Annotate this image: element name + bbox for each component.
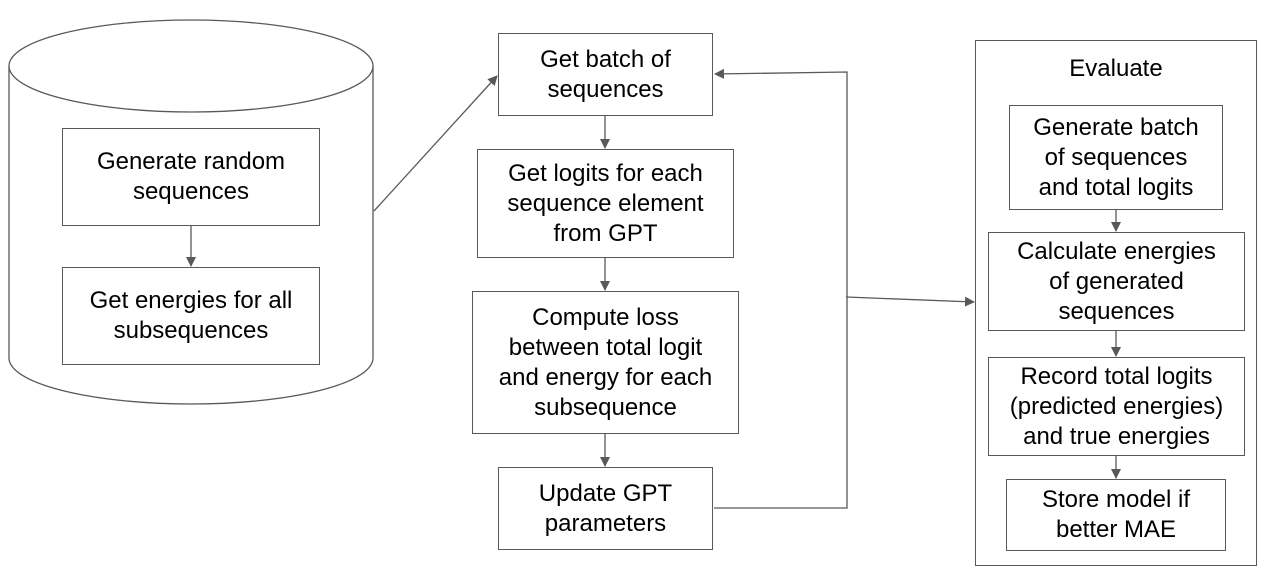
database-cylinder	[8, 19, 374, 405]
eval-record-logits-label: Record total logits (predicted energies)…	[1009, 362, 1224, 450]
eval-calculate-energies-box: Calculate energies of generated sequence…	[988, 232, 1245, 331]
get-batch-box: Get batch of sequences	[498, 33, 713, 116]
eval-generate-batch-label: Generate batch of sequences and total lo…	[1033, 113, 1199, 201]
arrow-database-to-batch	[373, 75, 498, 212]
eval-calculate-energies-label: Calculate energies of generated sequence…	[1017, 237, 1216, 325]
get-energies-label: Get energies for all subsequences	[89, 287, 293, 344]
generate-random-sequences-label: Generate random sequences	[96, 148, 286, 205]
eval-record-logits-box: Record total logits (predicted energies)…	[988, 357, 1245, 456]
arrow-loop-to-evaluate	[845, 296, 975, 307]
compute-loss-box: Compute loss between total logit and ene…	[472, 291, 739, 434]
eval-generate-batch-box: Generate batch of sequences and total lo…	[1009, 105, 1223, 210]
evaluate-panel	[975, 40, 1257, 566]
eval-store-model-label: Store model if better MAE	[1041, 486, 1191, 543]
get-energies-box: Get energies for all subsequences	[62, 267, 320, 365]
evaluate-title: Evaluate	[1069, 55, 1163, 82]
update-gpt-box: Update GPT parameters	[498, 467, 713, 550]
compute-loss-label: Compute loss between total logit and ene…	[498, 303, 713, 421]
get-logits-box: Get logits for each sequence element fro…	[477, 149, 734, 258]
eval-store-model-box: Store model if better MAE	[1006, 479, 1226, 551]
get-logits-label: Get logits for each sequence element fro…	[507, 159, 704, 247]
update-gpt-label: Update GPT parameters	[538, 479, 673, 537]
get-batch-label: Get batch of sequences	[540, 45, 671, 103]
arrow-loop-update-to-batch	[714, 68, 848, 509]
generate-random-sequences-box: Generate random sequences	[62, 128, 320, 226]
